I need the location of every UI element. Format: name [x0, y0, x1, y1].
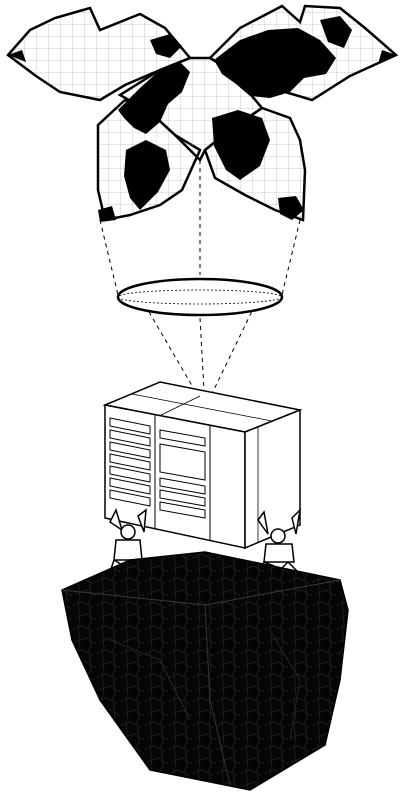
- server-icon: [102, 381, 303, 550]
- server-drive-bays-left: [109, 417, 151, 507]
- lens-icon: [116, 277, 284, 317]
- landmass-antarctica-left: [98, 206, 116, 222]
- rock-crack-3: [269, 629, 301, 741]
- landmass-eurasia: [214, 28, 336, 98]
- landmass-corner-left: [8, 50, 26, 62]
- landmass-africa: [212, 110, 270, 180]
- rock-crack-2: [109, 639, 191, 721]
- server-drive-bays-middle: [159, 429, 206, 519]
- landmass-australia: [278, 196, 304, 220]
- landmass-far-east: [320, 16, 352, 48]
- world-map-icon: [6, 4, 399, 222]
- landmass-south-america: [124, 140, 170, 210]
- landmass-corner-right: [378, 50, 396, 64]
- landmass-greenland: [150, 34, 182, 58]
- rock-crack-1: [204, 604, 231, 786]
- rock-block: [61, 551, 349, 791]
- landmass-north-america: [118, 62, 190, 134]
- rock-icon: [61, 551, 349, 791]
- server-side-face: [244, 408, 301, 550]
